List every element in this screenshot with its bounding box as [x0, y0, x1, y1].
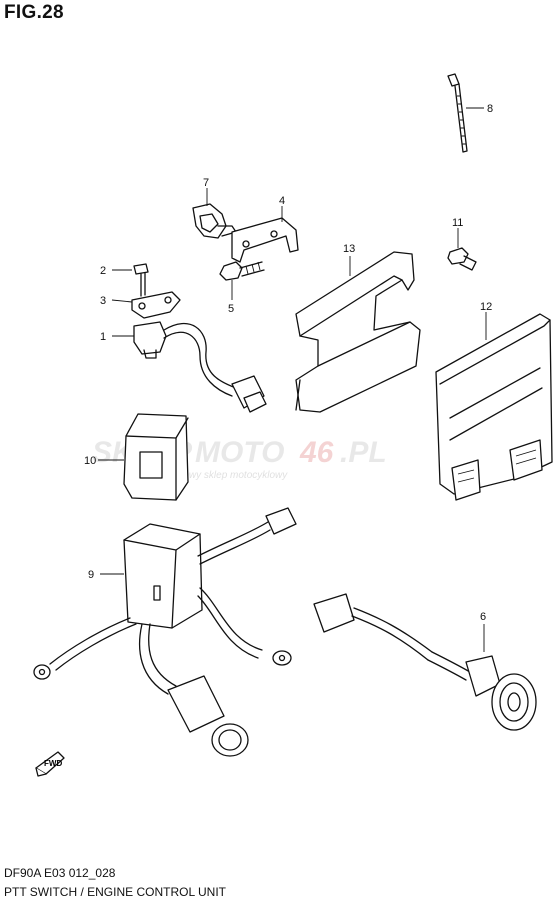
- callout-4: 4: [279, 195, 285, 207]
- watermark-text-c: 46: [299, 436, 334, 469]
- rubber-cover-part-13: [295, 251, 421, 413]
- clamp-part-7: [192, 188, 237, 239]
- plate-part-3: [111, 291, 181, 319]
- callout-10: 10: [84, 455, 96, 467]
- figure-title: FIG.28: [4, 2, 64, 23]
- callout-6: 6: [480, 611, 486, 623]
- callout-1: 1: [100, 331, 106, 343]
- ptt-switch-part-1: [112, 321, 267, 413]
- callout-9: 9: [88, 569, 94, 581]
- callout-12: 12: [480, 301, 492, 313]
- watermark-tagline: internetowy sklep motocyklowy: [150, 470, 288, 481]
- callout-11: 11: [452, 217, 463, 229]
- relay-box-part-10: [98, 413, 189, 501]
- bolt-part-5: [219, 261, 265, 300]
- screw-part-2: [112, 263, 149, 297]
- model-code: DF90A E03 012_028: [4, 866, 116, 880]
- callout-3: 3: [100, 295, 106, 307]
- fwd-arrow-icon: FWD: [35, 751, 65, 777]
- bolt-part-11: [447, 228, 477, 271]
- callout-5: 5: [228, 303, 234, 315]
- figure-subtitle: PTT SWITCH / ENGINE CONTROL UNIT: [4, 885, 227, 899]
- fwd-label: FWD: [44, 759, 62, 768]
- harness-part-9: [33, 507, 297, 757]
- bracket-part-4: [231, 206, 299, 263]
- watermark-text-b: MOTO: [195, 436, 284, 469]
- callout-13: 13: [343, 243, 355, 255]
- cable-tie-part-8: [447, 73, 484, 153]
- ecu-part-12: [435, 312, 553, 501]
- callout-2: 2: [100, 265, 106, 277]
- watermark-text-d: .PL: [340, 436, 387, 469]
- socket-harness-part-6: [313, 593, 537, 731]
- callout-8: 8: [487, 103, 493, 115]
- callout-7: 7: [203, 177, 209, 189]
